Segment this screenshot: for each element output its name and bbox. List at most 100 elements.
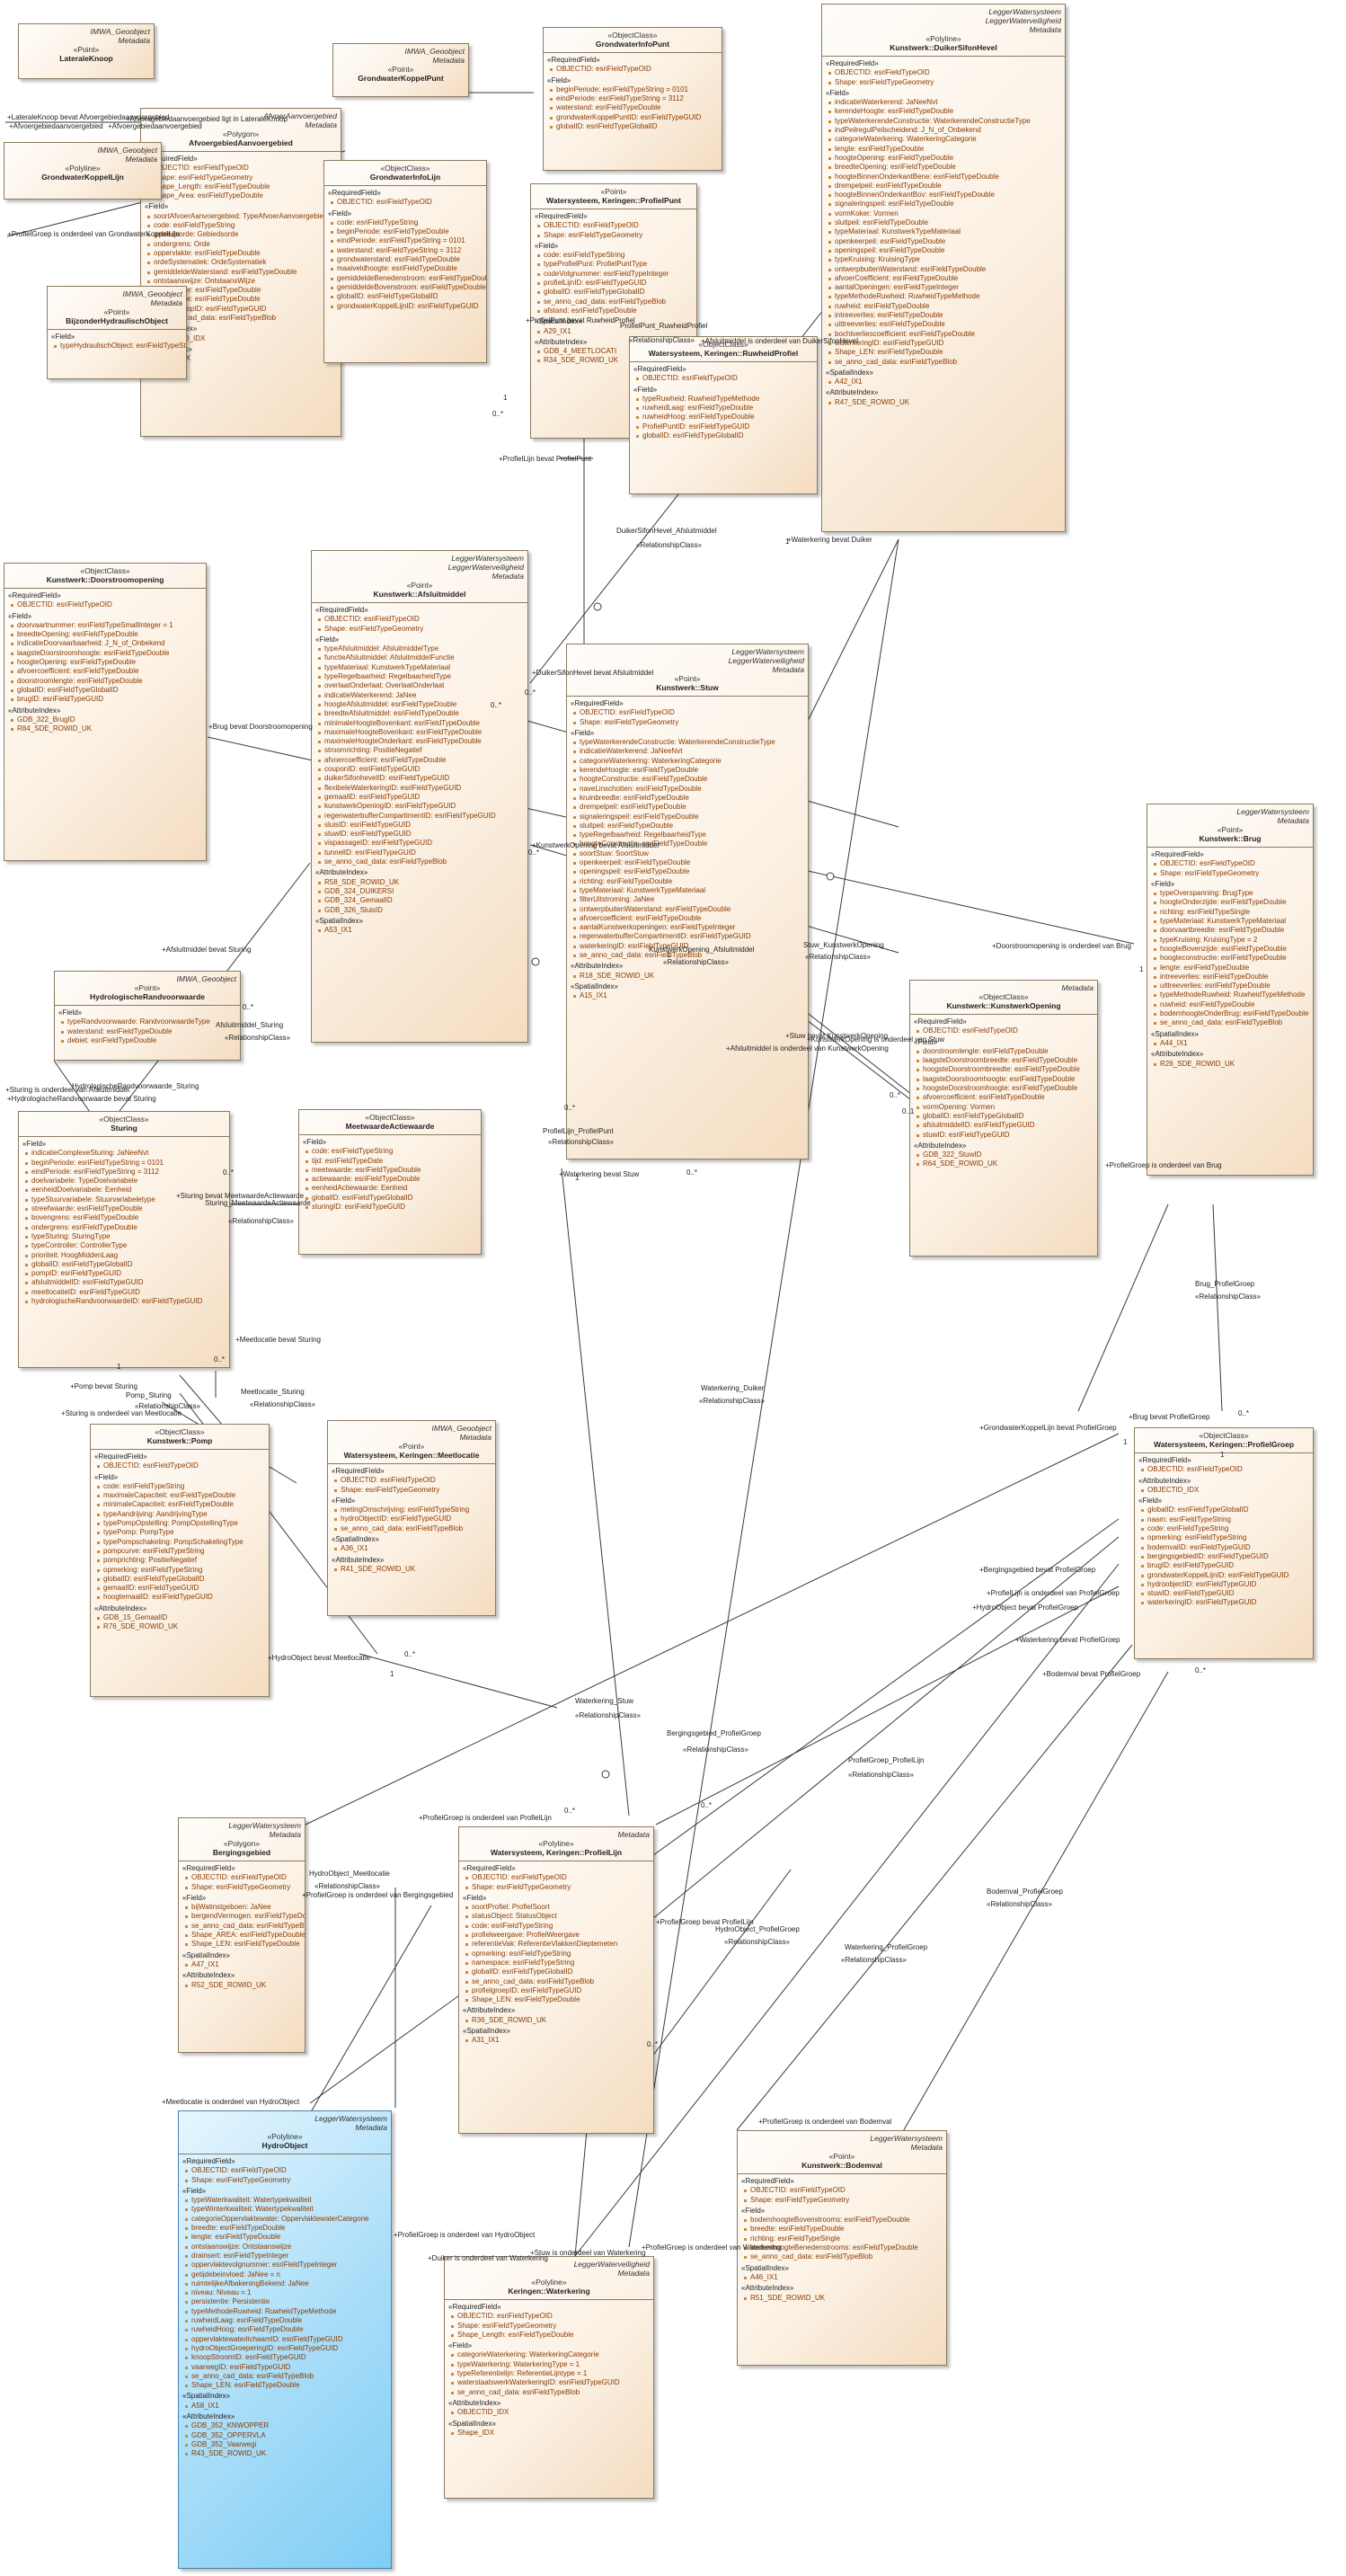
attribute-field: bodemvalID: esriFieldTypeGUID [1138,1543,1309,1552]
attribute-field: code: esriFieldTypeString [94,1482,265,1491]
attribute-field: Shape_Area: esriFieldTypeDouble [145,191,337,200]
attribute-field: meetlocatieID: esriFieldTypeGUID [22,1288,226,1297]
package-tag: LeggerWaterveiligheid [447,563,524,572]
section-gap [22,1306,226,1308]
relationship-label: +LateraleKnoop bevat Afvoergebiedaanvoer… [7,113,170,121]
attribute-field: Shape: esriFieldTypeGeometry [182,1883,301,1892]
relationship-line [309,1518,1120,2104]
relationship-label: 1 [503,394,508,402]
section-gap [8,733,202,735]
class-name: LateraleKnoop [59,54,113,63]
class-profiellijn[interactable]: Metadata«Polyline»Watersysteem, Keringen… [458,1826,654,2134]
relationship-label: Bodemval_ProfielGroep [987,1888,1063,1896]
relationship-label: 0..* [1238,1409,1250,1417]
attribute-field: tijd: esriFieldTypeDate [303,1157,477,1166]
class-pomp[interactable]: «ObjectClass»Kunstwerk::Pomp«RequiredFie… [90,1424,270,1697]
attribute-field: A36_IX1 [332,1544,491,1553]
relationship-label: +Stuw bevat KunstwerkOpening [785,1032,889,1040]
relationship-line [898,1671,1169,2140]
relationship-label: +HydrologischeRandvoorwaarde bevat Sturi… [7,1095,156,1103]
attribute-field: profielweergave: ProfielWeergave [463,1931,650,1940]
class-grondwaterinfolijn[interactable]: «ObjectClass»GrondwaterInfoLijn«Required… [323,160,487,363]
section-title: «RequiredField» [182,2157,235,2165]
relationship-label: «RelationshipClass» [314,1882,380,1890]
class-name: Kunstwerk::Bodemval [801,2161,882,2170]
attribute-compartment: «RequiredField»OBJECTID: esriFieldTypeOI… [567,696,808,1006]
package-tag: Metadata [910,2143,943,2152]
attribute-field: typeWaterkerendeConstructie: Waterkerend… [826,117,1061,126]
attribute-field: code: esriFieldTypeString [145,221,337,230]
relationship-label: 1 [390,1670,394,1678]
attribute-field: aantalKunstwerkopeningen: esriFieldTypeI… [571,923,804,932]
attribute-compartment: «RequiredField»OBJECTID: esriFieldTypeOI… [1147,847,1313,1073]
class-profielgroep[interactable]: «ObjectClass»Watersysteem, Keringen::Pro… [1134,1427,1314,1659]
class-hydrologischerandvoorwaarde[interactable]: IMWA_Geoobject«Point»HydrologischeRandvo… [54,971,241,1061]
attribute-field: kerendeHoogte: esriFieldTypeDouble [826,107,1061,116]
class-ruwheidprofiel[interactable]: «ObjectClass»Watersysteem, Keringen::Ruw… [629,336,818,494]
stereotype: «Polyline» [925,34,961,43]
attribute-field: grondwaterKoppelLijnID: esriFieldTypeGUI… [1138,1571,1309,1580]
class-meetwaardeactiewaarde[interactable]: «ObjectClass»MeetwaardeActiewaarde«Field… [298,1109,482,1255]
section-title: «AttributeIndex» [94,1603,147,1612]
attribute-field: Shape: esriFieldTypeGeometry [332,1486,491,1495]
package-tag: IMWA_Geoobject [176,974,236,983]
section-title: «AttributeIndex» [8,706,61,715]
relationship-label: +Duiker is onderdeel van Waterkering [428,2254,548,2262]
relationship-label: +Pomp bevat Sturing [70,1382,137,1390]
attribute-field: lengte: esriFieldTypeDouble [1151,964,1309,973]
class-grondwaterinfopunt[interactable]: «ObjectClass»GrondwaterInfoPunt«Required… [543,27,722,171]
relationship-label: +Waterkering bevat Stuw [559,1170,640,1178]
package-tag: Metadata [269,1830,301,1839]
association-end-marker [593,602,602,611]
attribute-field: OBJECTID_IDX [1138,1486,1309,1495]
section-title: «Field» [332,1496,356,1505]
attribute-field: globalID: esriFieldTypeGlobalID [547,122,718,131]
attribute-field: debiet: esriFieldTypeDouble [58,1036,236,1045]
attribute-field: stuwID: esriFieldTypeGUID [315,830,524,839]
class-header: «ObjectClass»GrondwaterInfoPunt [544,28,722,52]
stereotype: «ObjectClass» [698,340,748,349]
attribute-field: metingOmschrijving: esriFieldTypeString [332,1506,491,1515]
attribute-field: typePomp: PompType [94,1528,265,1537]
class-doorstroomopening[interactable]: «ObjectClass»Kunstwerk::Doorstroomopenin… [4,563,207,861]
section-title: «Field» [51,333,75,341]
relationship-label: 0..* [492,410,504,418]
attribute-field: breedte: esriFieldTypeDouble [741,2225,943,2234]
attribute-field: beginPeriode: esriFieldTypeDouble [328,227,483,236]
class-name: Watersysteem, Keringen::RuwheidProfiel [648,349,799,358]
relationship-label: «RelationshipClass» [629,336,695,344]
section-title: «Field» [571,728,595,737]
attribute-field: tunnelID: esriFieldTypeGUID [315,848,524,857]
package-tag: LeggerWatersysteem [731,647,804,656]
class-kunstwerkopening[interactable]: Metadata«ObjectClass»Kunstwerk::Kunstwer… [909,980,1098,1257]
relationship-label: 0..* [214,1355,226,1364]
class-sturing[interactable]: «ObjectClass»Sturing«Field»indicatieComp… [18,1111,230,1368]
attribute-field: typeWinterkwaliteit: Watertypekwaliteit [182,2205,387,2214]
attribute-field: brugID: esriFieldTypeGUID [8,695,202,704]
relationship-label: 0..* [243,1003,254,1011]
stereotype: «Point» [600,187,627,196]
package-tag: LeggerWaterveiligheid [985,16,1061,25]
package-tag: Metadata [772,665,804,674]
package-tag: Metadata [118,36,150,45]
relationship-line [305,1433,1120,1825]
attribute-field: eindPeriode: esriFieldTypeString = 3112 [22,1168,226,1177]
attribute-field: OBJECTID: esriFieldTypeOID [332,1476,491,1485]
attribute-field: richting: esriFieldTypeDouble [571,877,804,886]
